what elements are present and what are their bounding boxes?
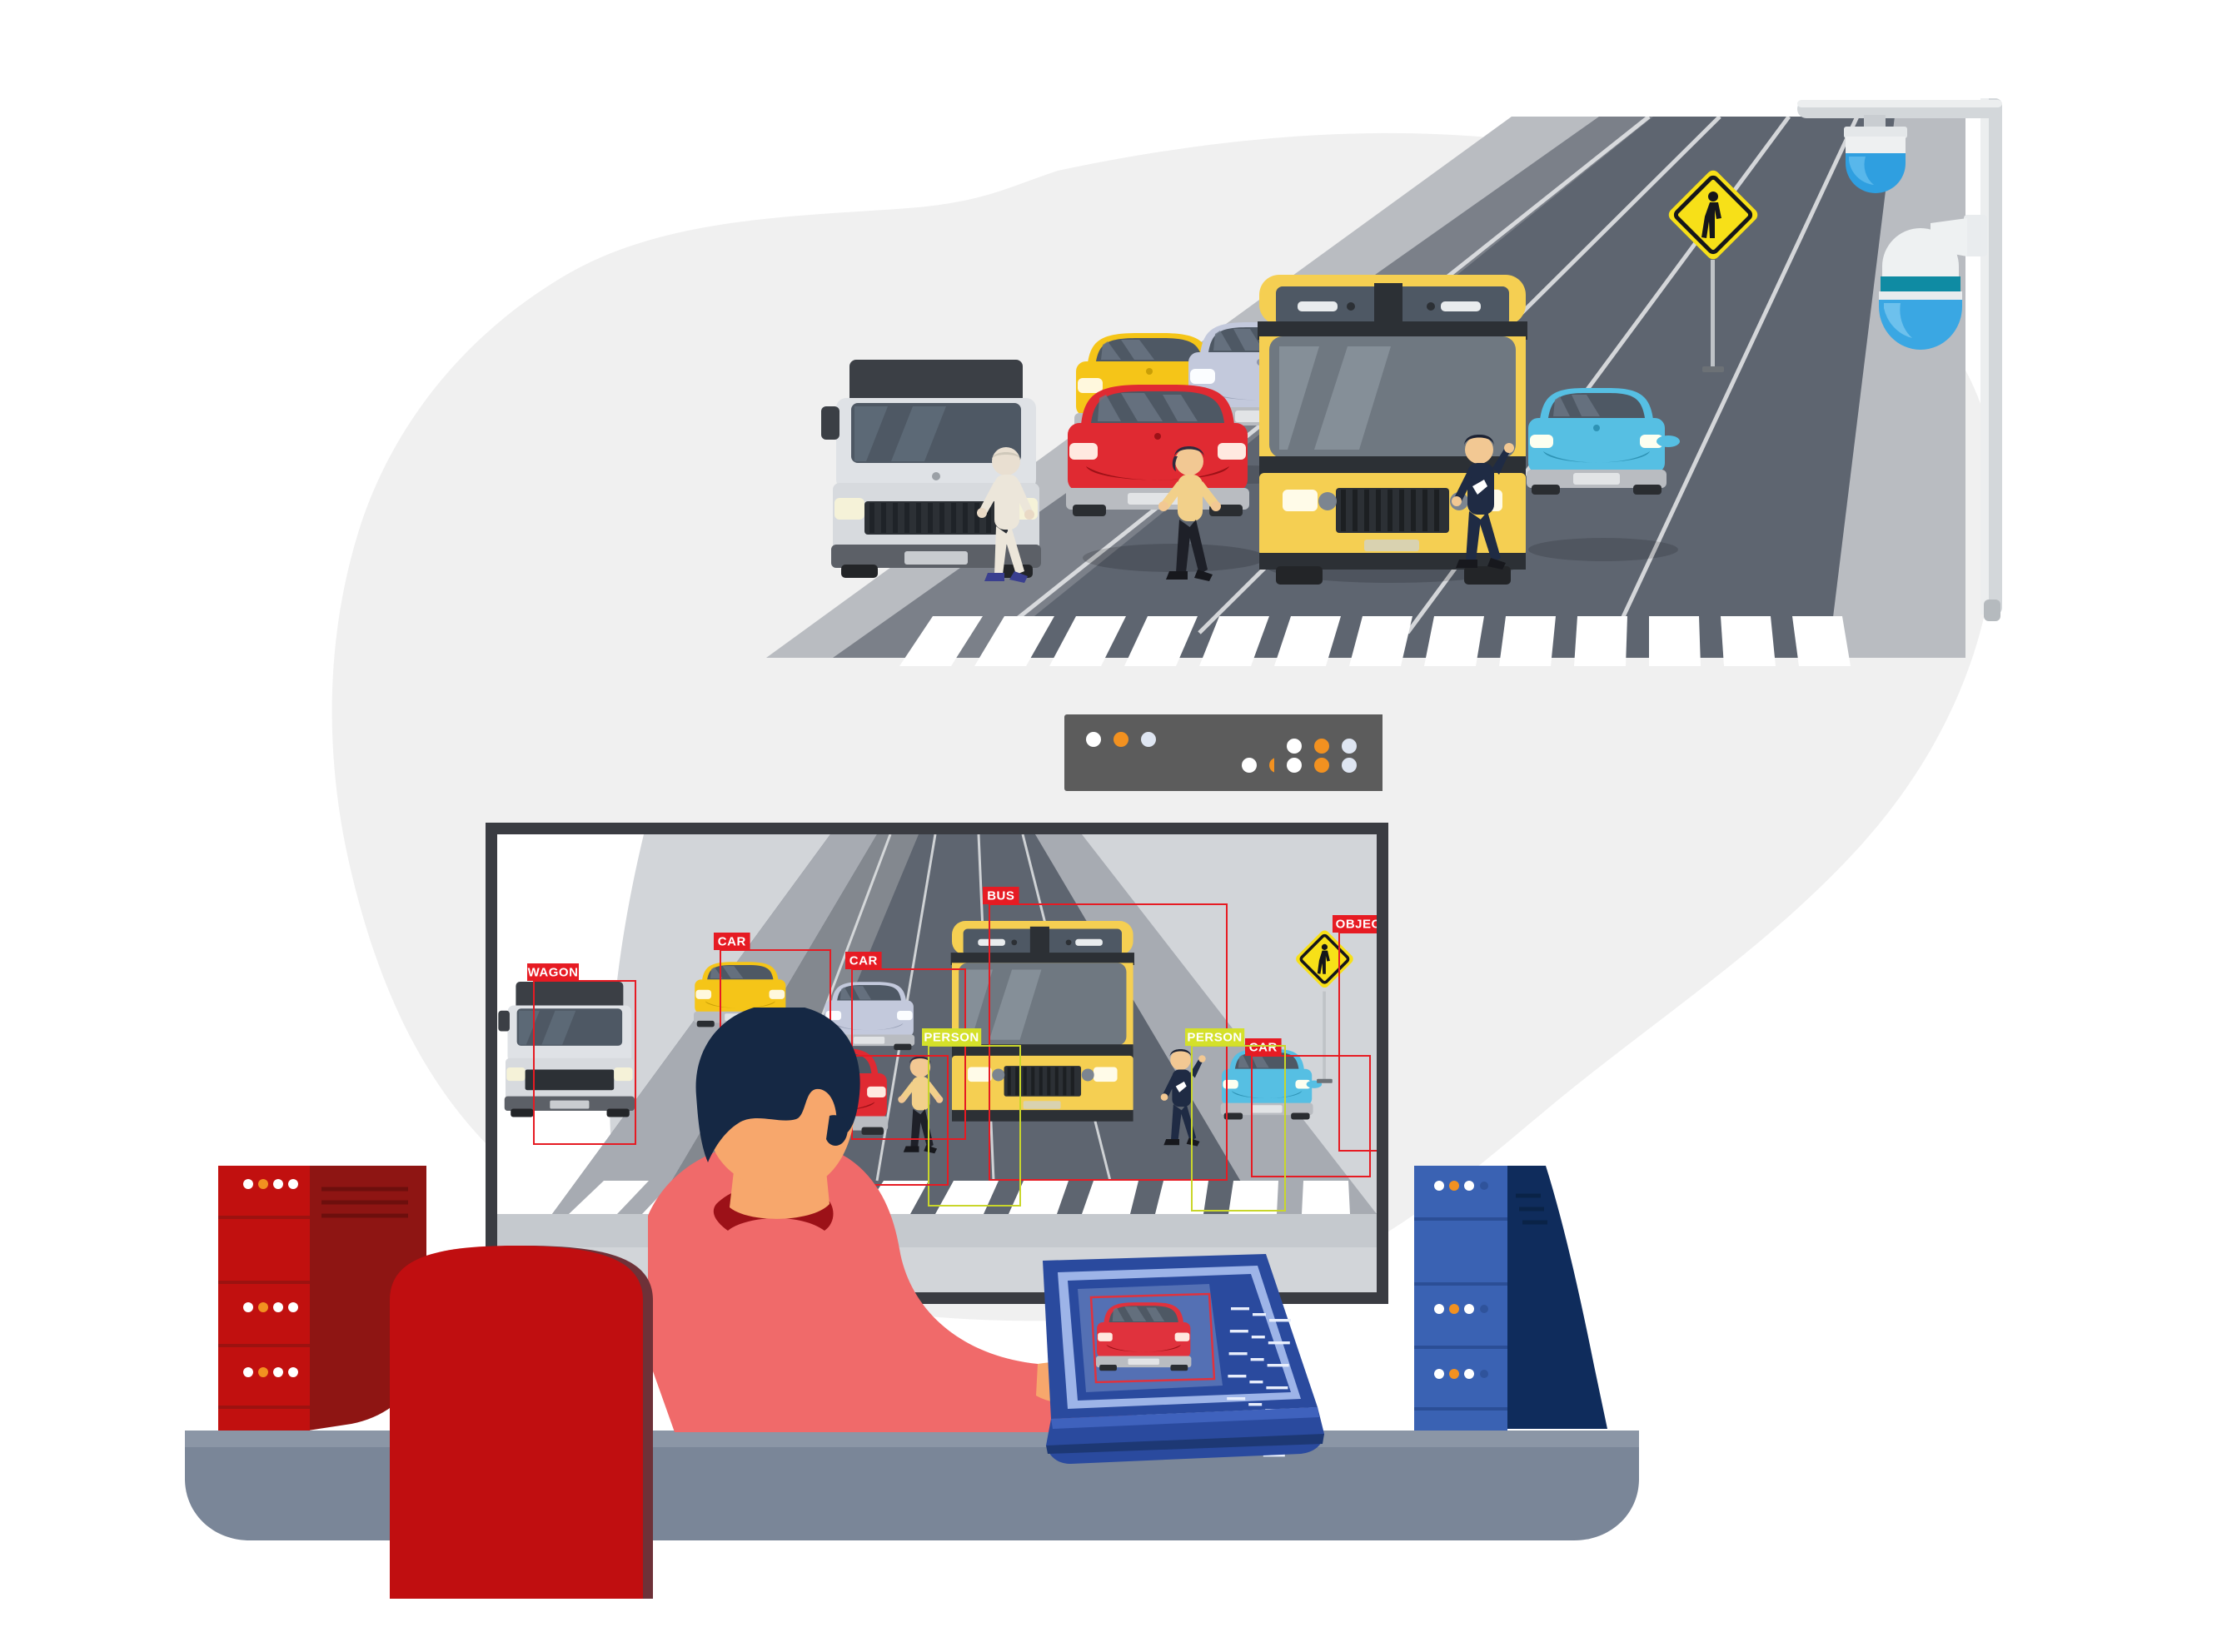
code-line-segment bbox=[1268, 1341, 1290, 1345]
vehicle-car-red bbox=[1066, 385, 1249, 516]
crosswalk bbox=[899, 616, 1851, 666]
code-line-segment bbox=[1228, 1352, 1248, 1356]
code-line-segment bbox=[1250, 1358, 1264, 1361]
pedestrian-3 bbox=[1452, 435, 1514, 570]
code-line-segment bbox=[1248, 1403, 1263, 1406]
live-traffic-intersection bbox=[766, 117, 1965, 666]
laptop-detected-car bbox=[1096, 1302, 1192, 1371]
detection-label-text: OBJECT bbox=[1336, 918, 1388, 932]
code-line-segment bbox=[1231, 1307, 1249, 1311]
rack-led-row-2 bbox=[243, 1302, 298, 1312]
dome-camera-top bbox=[1844, 115, 1907, 193]
detection-label-text: BUS bbox=[987, 889, 1014, 903]
detection-box-object-4[interactable]: OBJECT bbox=[1333, 915, 1388, 1152]
detection-label-text: WAGON bbox=[528, 966, 579, 980]
detection-label-chip bbox=[1185, 1028, 1245, 1046]
led-group-1 bbox=[1086, 732, 1156, 747]
detection-box-person-8[interactable]: PERSON bbox=[1185, 1028, 1286, 1212]
detection-rect bbox=[533, 980, 636, 1145]
vehicle-car-blue bbox=[1527, 388, 1680, 495]
detection-box-wagon-0[interactable]: WAGON bbox=[527, 963, 636, 1145]
network-switch-panel-right bbox=[1274, 714, 1383, 791]
code-line-segment bbox=[1251, 1336, 1265, 1339]
detection-label-chip bbox=[714, 933, 750, 950]
code-line-segment bbox=[1263, 1454, 1285, 1457]
detection-label-chip bbox=[527, 963, 579, 981]
detection-label-text: CAR bbox=[718, 935, 746, 949]
code-line-segment bbox=[1253, 1313, 1266, 1316]
detection-rect bbox=[1251, 1055, 1371, 1177]
detection-label-chip bbox=[845, 952, 882, 969]
pedestrian-2 bbox=[1158, 446, 1221, 581]
detection-box-car-2[interactable]: CAR bbox=[845, 952, 966, 1140]
detection-label-chip bbox=[1245, 1038, 1282, 1056]
code-line-segment bbox=[1229, 1330, 1248, 1333]
detection-box-person-7[interactable]: PERSON bbox=[922, 1028, 1021, 1207]
detection-label-chip bbox=[922, 1028, 982, 1046]
code-line-segment bbox=[1267, 1364, 1289, 1367]
vehicle-wagon bbox=[821, 360, 1041, 578]
detection-label-text: CAR bbox=[849, 954, 878, 968]
rack-led-row-3 bbox=[243, 1367, 298, 1377]
code-line-segment bbox=[1227, 1397, 1246, 1401]
pedestrian-1 bbox=[977, 447, 1034, 583]
vehicle-bus bbox=[1258, 275, 1527, 585]
server-rack-blue[interactable] bbox=[1414, 1166, 1631, 1449]
code-line-segment bbox=[1269, 1319, 1291, 1322]
laptop-detection-box bbox=[1089, 1292, 1216, 1384]
pedestrian-crossing-sign bbox=[1668, 170, 1758, 372]
rack-led-row-3 bbox=[1434, 1369, 1488, 1379]
code-line-segment bbox=[1266, 1386, 1288, 1390]
detection-label-chip bbox=[983, 887, 1019, 904]
rack-led-row-1 bbox=[243, 1179, 298, 1189]
detection-box-car-5[interactable]: CAR bbox=[1245, 1038, 1371, 1177]
detection-label-text: PERSON bbox=[1187, 1031, 1242, 1045]
rack-led-row-2 bbox=[1434, 1304, 1488, 1314]
cctv-pole-assembly bbox=[1797, 98, 2002, 621]
operator-hair bbox=[695, 1008, 860, 1162]
detection-label-text: PERSON bbox=[924, 1031, 979, 1045]
analysis-laptop[interactable] bbox=[991, 1231, 1324, 1472]
code-line-segment bbox=[1249, 1381, 1263, 1384]
office-chair[interactable] bbox=[366, 1242, 733, 1600]
rack-led-row-1 bbox=[1434, 1181, 1488, 1191]
code-line-segment bbox=[1228, 1375, 1247, 1378]
detection-label-chip bbox=[1333, 915, 1377, 933]
detection-label-text: CAR bbox=[1249, 1041, 1278, 1055]
ptz-camera-side bbox=[1879, 215, 1987, 350]
